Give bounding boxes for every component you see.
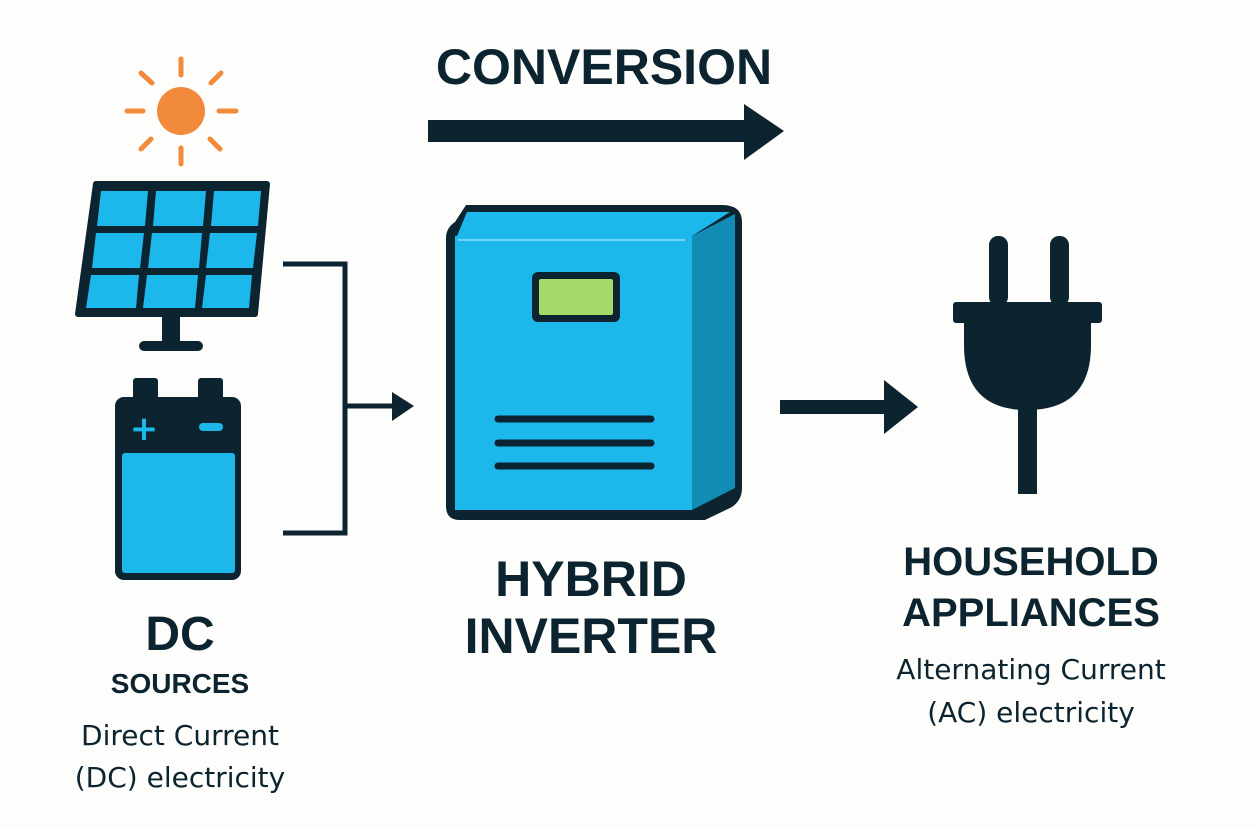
inverter-title-line1: HYBRID [495, 551, 687, 607]
sun-icon [124, 56, 239, 167]
ac-output-arrow-icon [780, 380, 918, 434]
dc-merge-connector [283, 261, 414, 536]
appliances-title-line1: HOUSEHOLD [903, 540, 1159, 584]
inverter-display [539, 279, 613, 315]
dc-sources-title-line2: SOURCES [111, 668, 249, 699]
solar-panel-icon [75, 181, 270, 351]
battery-positive-symbol: + [130, 409, 159, 449]
inverter-title-line2: INVERTER [465, 608, 718, 664]
appliances-title-line2: APPLIANCES [902, 591, 1160, 635]
battery-negative-symbol [199, 423, 223, 431]
appliances-desc-line1: Alternating Current [896, 653, 1165, 686]
dc-sources-title-line1: DC [145, 608, 214, 661]
appliances-desc-line2: (AC) electricity [927, 696, 1135, 729]
dc-sources-desc-line1: Direct Current [81, 719, 279, 752]
battery-icon: + [115, 378, 241, 580]
conversion-arrow-icon [428, 104, 784, 160]
dc-sources-desc-line2: (DC) electricity [75, 761, 285, 794]
plug-icon [953, 236, 1102, 494]
diagram-title: CONVERSION [436, 39, 772, 95]
inverter-box-icon [446, 205, 742, 520]
